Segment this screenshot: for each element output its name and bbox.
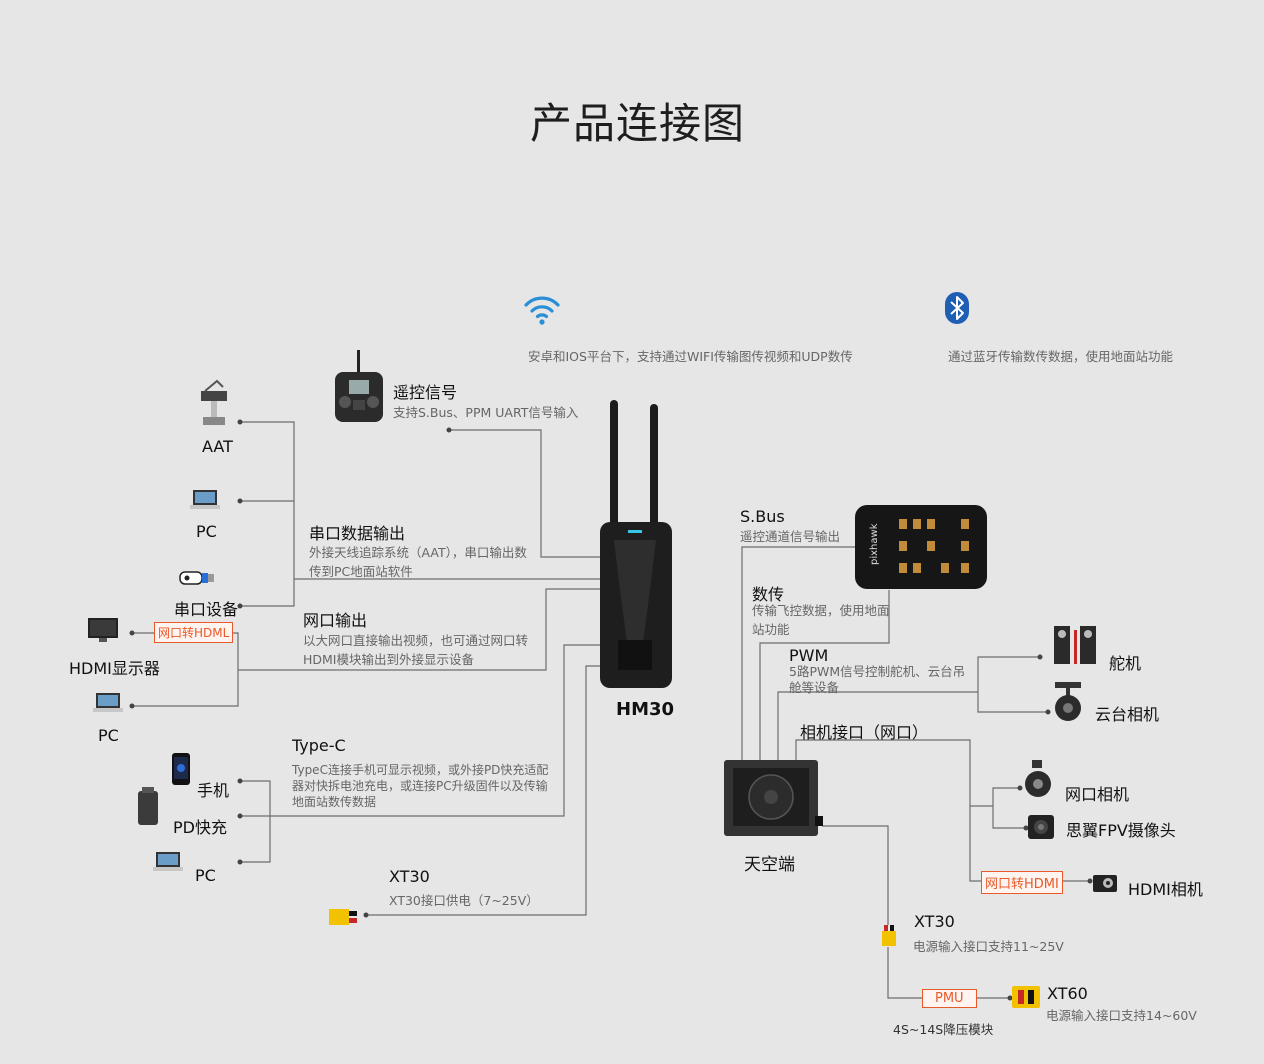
pwm-description: 5路PWM信号控制舵机、云台吊舱等设备 bbox=[789, 664, 966, 695]
rc-description: 支持S.Bus、PPM UART信号输入 bbox=[393, 405, 579, 420]
pmu-module: PMU bbox=[922, 989, 977, 1008]
laptop-icon bbox=[153, 852, 183, 871]
laptop-icon bbox=[93, 693, 123, 712]
rc-title: 遥控信号 bbox=[393, 383, 458, 402]
air-unit-label: 天空端 bbox=[744, 855, 795, 875]
hdmi-camera-label: HDMI相机 bbox=[1128, 880, 1203, 899]
net-output-title: 网口输出 bbox=[303, 611, 368, 630]
xt30-air-title: XT30 bbox=[914, 912, 955, 931]
monitor-icon bbox=[88, 618, 118, 642]
hdmi-camera-icon bbox=[1093, 875, 1117, 892]
wifi-description: 安卓和IOS平台下，支持通过WIFI传输图传视频和UDP数传 bbox=[528, 349, 853, 364]
flight-controller-icon: pixhawk bbox=[855, 505, 987, 589]
pwm-title: PWM bbox=[789, 646, 829, 665]
hdmi-module-right: 网口转HDMI bbox=[981, 871, 1063, 894]
laptop-icon bbox=[190, 490, 220, 509]
sbus-title: S.Bus bbox=[740, 507, 785, 526]
wifi-icon bbox=[524, 296, 560, 325]
xt60-title: XT60 bbox=[1047, 984, 1088, 1003]
xt30-connector-icon bbox=[329, 909, 357, 925]
aat-label: AAT bbox=[202, 437, 233, 456]
net-output-description: 以大网口直接输出视频，也可通过网口转HDMI模块输出到外接显示设备 bbox=[303, 633, 529, 667]
servo-icon bbox=[1054, 626, 1096, 664]
aat-antenna-icon bbox=[201, 379, 227, 425]
datalink-description: 传输飞控数据，使用地面站功能 bbox=[752, 603, 890, 637]
sbus-description: 遥控通道信号输出 bbox=[740, 529, 841, 544]
xt60-description: 电源输入接口支持14~60V bbox=[1046, 1008, 1197, 1023]
pc-label-2: PC bbox=[98, 726, 119, 745]
svg-text:pixhawk: pixhawk bbox=[869, 523, 880, 565]
gimbal-camera-label: 云台相机 bbox=[1095, 705, 1160, 724]
bluetooth-description: 通过蓝牙传输数传数据，使用地面站功能 bbox=[948, 349, 1174, 364]
serial-output-title: 串口数据输出 bbox=[309, 524, 406, 543]
xt30-ground-title: XT30 bbox=[389, 867, 430, 886]
gimbal-camera-icon bbox=[1055, 682, 1081, 721]
hdmi-module-left: 网口转HDML bbox=[154, 622, 234, 643]
air-unit-icon bbox=[724, 760, 823, 836]
pd-charger-label: PD快充 bbox=[173, 818, 227, 837]
typec-description: TypeC连接手机可显示视频，或外接PD快充适配器对快拆电池充电，或连接PC升级… bbox=[292, 763, 549, 809]
rc-line bbox=[449, 429, 600, 558]
serial-output-description: 外接天线追踪系统（AAT），串口输出数传到PC地面站软件 bbox=[309, 545, 527, 579]
pc-label-1: PC bbox=[196, 522, 217, 541]
pc-label-3: PC bbox=[195, 866, 216, 885]
xt30-air-description: 电源输入接口支持11~25V bbox=[913, 939, 1064, 954]
page-title: 产品连接图 bbox=[530, 99, 746, 148]
xt30-ground-description: XT30接口供电（7~25V） bbox=[389, 893, 539, 908]
xt60-connector-icon bbox=[1012, 986, 1040, 1008]
serial-device-label: 串口设备 bbox=[174, 600, 239, 619]
rc-controller-icon bbox=[335, 350, 383, 422]
bluetooth-icon bbox=[945, 292, 969, 324]
servo-label: 舵机 bbox=[1109, 654, 1142, 673]
ip-camera-label: 网口相机 bbox=[1065, 785, 1130, 804]
camera-port-title: 相机接口（网口） bbox=[800, 723, 929, 742]
pmu-description: 4S~14S降压模块 bbox=[893, 1022, 994, 1037]
usb-serial-icon bbox=[179, 571, 214, 585]
xt30-connector-icon bbox=[882, 925, 896, 946]
datalink-title: 数传 bbox=[752, 585, 785, 604]
typec-title: Type-C bbox=[292, 736, 346, 755]
phone-label: 手机 bbox=[197, 781, 230, 800]
ip-camera-icon bbox=[1025, 760, 1051, 797]
hdmi-display-label: HDMI显示器 bbox=[69, 659, 160, 678]
charger-icon bbox=[138, 787, 158, 825]
hm30-ground-unit-icon bbox=[600, 400, 672, 688]
fpv-camera-icon bbox=[1028, 815, 1054, 839]
fpv-camera-label: 思翼FPV摄像头 bbox=[1066, 821, 1176, 840]
phone-icon bbox=[172, 753, 190, 785]
hm30-label: HM30 bbox=[616, 699, 675, 720]
